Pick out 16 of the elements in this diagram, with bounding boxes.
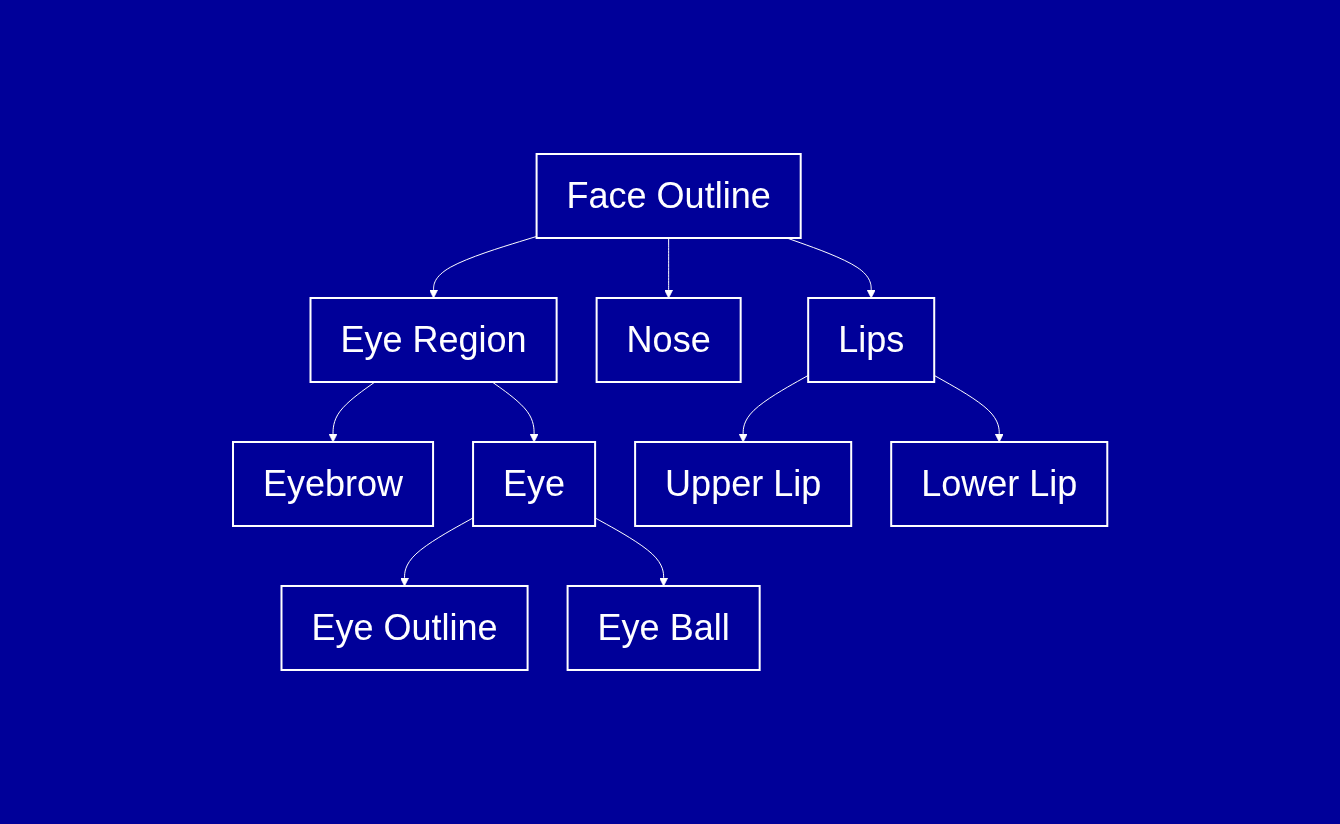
node-box: Eye [471,441,596,527]
arrow [594,517,668,587]
node-box: Lips [807,297,936,383]
node-box: Face Outline [535,153,802,239]
node-box: Upper Lip [633,441,853,527]
node-box: Nose [595,297,742,383]
node-box: Eyebrow [231,441,434,527]
node-box: Eye Ball [566,585,761,671]
arrow [429,235,537,299]
node-box: Eye Outline [280,585,529,671]
node-box: Lower Lip [890,441,1109,527]
arrow [491,381,539,443]
arrow [664,237,673,299]
arrow [328,381,376,443]
arrow [738,374,809,443]
node-box: Eye Region [309,297,558,383]
